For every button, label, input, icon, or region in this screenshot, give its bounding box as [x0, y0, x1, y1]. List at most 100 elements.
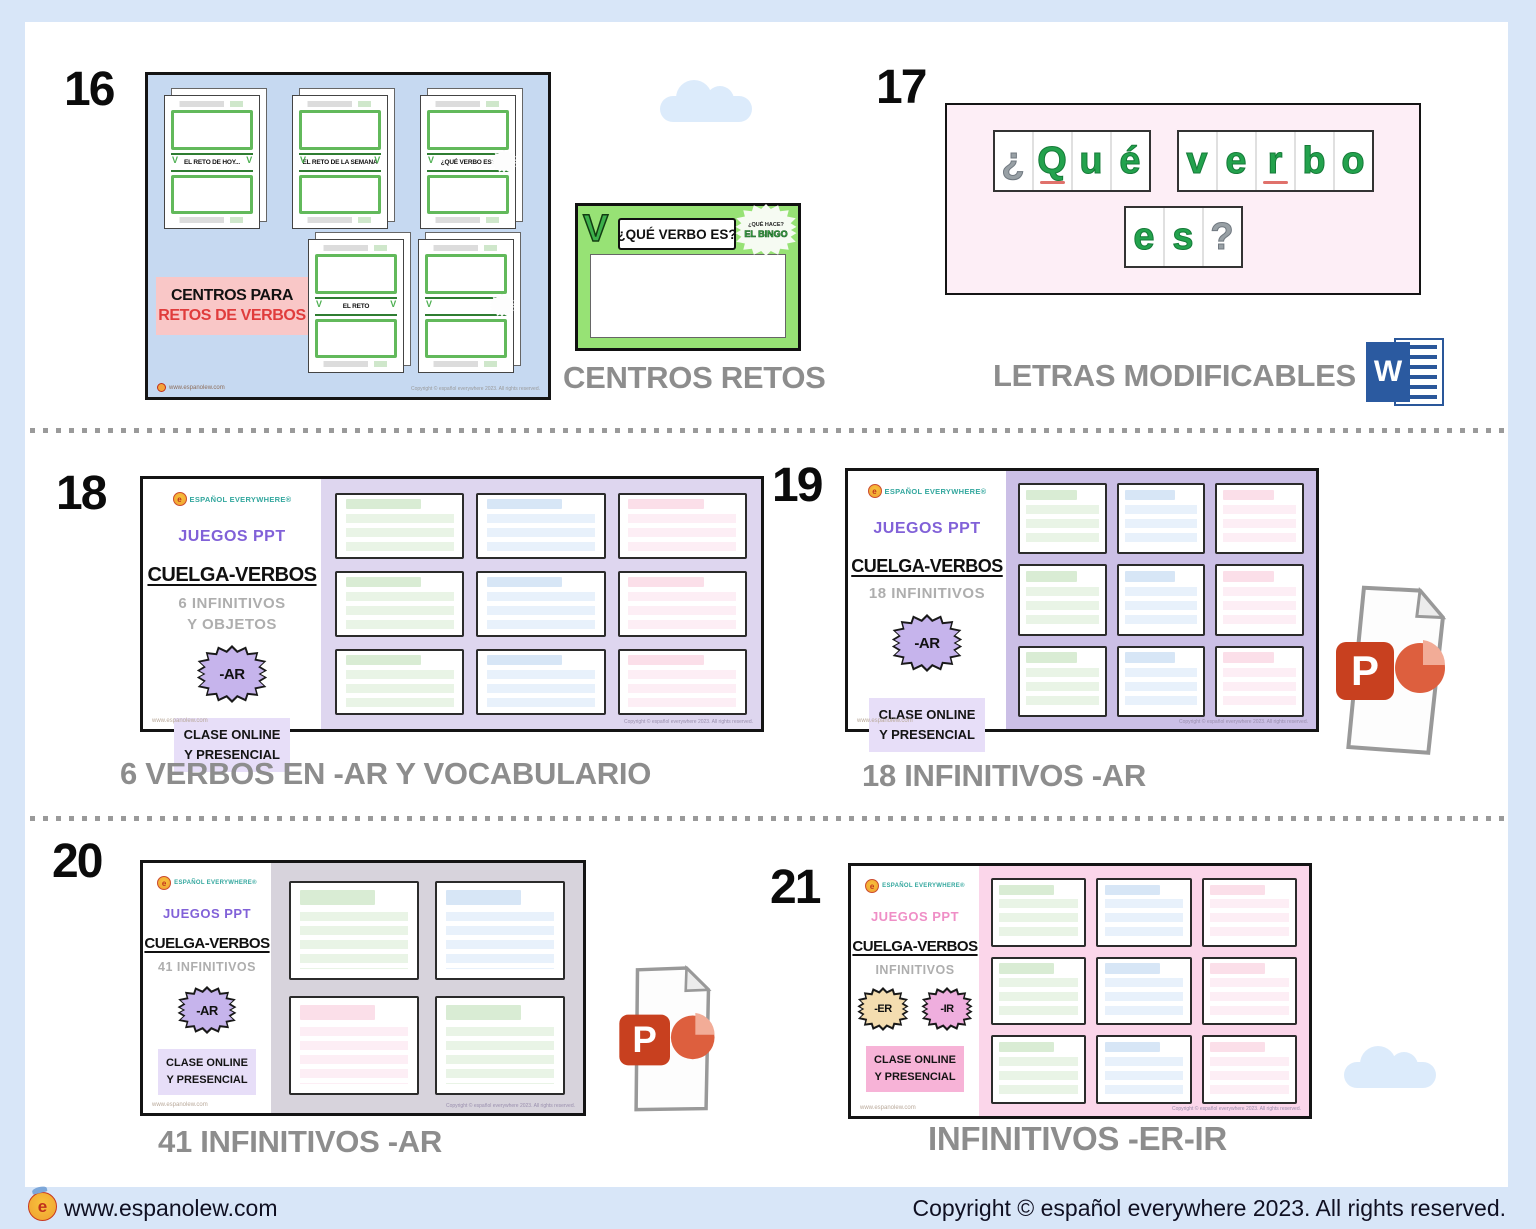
slides-grid	[1006, 471, 1316, 729]
clase-online-line1: CLASE ONLINE	[874, 1054, 956, 1066]
infinitivos-subtitle: 6 INFINITIVOS	[178, 595, 286, 612]
letter-tile: ¿	[994, 132, 1032, 190]
cuelga-verbos-title: CUELGA-VERBOS	[144, 935, 270, 952]
cuelga-verbos-title: CUELGA-VERBOS	[147, 564, 317, 586]
powerpoint-file-icon[interactable]: P	[1334, 584, 1454, 758]
word-letter: W	[1366, 342, 1410, 402]
letter-tile: Q	[1031, 132, 1071, 190]
card-banner: EL RETO DE LA SEMANA	[299, 152, 381, 172]
footer-copyright: Copyright © español everywhere 2023. All…	[912, 1195, 1506, 1221]
footer-site-link[interactable]: www.espanolew.com	[64, 1195, 278, 1221]
slide-thumbnail	[476, 493, 606, 559]
cloud-decoration	[1344, 1046, 1436, 1088]
slide-thumbnail	[1018, 483, 1107, 555]
slide-thumbnail	[1201, 878, 1297, 947]
item-18-number: 18	[56, 467, 107, 520]
reto-card-thumbnail: EL RETO	[308, 239, 404, 373]
infinitivos-subtitle: INFINITIVOS	[875, 963, 955, 977]
board-label-line2: RETOS DE VERBOS	[158, 307, 306, 324]
card-banner-label: EL RETO DE HOY...	[184, 158, 240, 166]
slide-thumbnail	[335, 493, 465, 559]
item-19-number: 19	[772, 459, 823, 512]
thumbnail-site-url: www.espanolew.com	[860, 1105, 916, 1111]
clase-online-line2: Y PRESENCIAL	[166, 1074, 248, 1087]
card-banner	[425, 294, 515, 317]
card-green-frame	[427, 110, 509, 150]
card-footer-bar	[429, 361, 503, 367]
slide-thumbnail	[1215, 645, 1304, 717]
ar-badge-label: -AR	[219, 665, 245, 683]
green-card-title: ¿QUÉ VERBO ES?	[617, 218, 737, 250]
slide-thumbnail	[1116, 483, 1206, 555]
slide-thumbnail	[289, 996, 419, 1095]
card-starburst	[489, 294, 515, 317]
slide-thumbnail	[435, 996, 565, 1095]
slide-thumbnail	[289, 881, 419, 980]
powerpoint-letter: P	[632, 1019, 656, 1060]
ar-badge: -AR	[890, 614, 964, 672]
letter-tile: v	[1178, 132, 1216, 190]
card-green-frame	[427, 174, 509, 214]
card-header-bar	[319, 245, 393, 251]
card-starburst	[491, 150, 517, 173]
brand-logo-text: ESPAÑOL EVERYWHERE®	[884, 486, 987, 496]
burst-fill	[180, 989, 234, 1031]
clase-online-line2: Y PRESENCIAL	[184, 747, 280, 763]
powerpoint-letter: P	[1351, 647, 1379, 694]
item-21-thumbnail[interactable]: e ESPAÑOL EVERYWHERE® JUEGOS PPT CUELGA-…	[848, 863, 1312, 1119]
burst-fill	[894, 617, 960, 669]
cuelga-verbos-title: CUELGA-VERBOS	[852, 938, 978, 955]
slide-thumbnail	[435, 881, 565, 980]
ir-badge: -IR	[920, 987, 974, 1031]
brand-logo-icon: e	[865, 879, 880, 893]
starburst-line1: ¿QUÉ HACE?	[748, 221, 784, 228]
slide-thumbnail	[476, 649, 606, 715]
centros-retos-card[interactable]: V ¿QUÉ VERBO ES? ¿QUÉ HACE? EL BINGO	[575, 203, 801, 351]
slides-grid	[271, 863, 583, 1113]
powerpoint-file-icon[interactable]: P	[616, 964, 724, 1116]
thumbnail-copyright: Copyright © español everywhere 2023. All…	[1178, 719, 1308, 725]
slide-thumbnail	[335, 649, 465, 715]
item-19-thumbnail[interactable]: e ESPAÑOL EVERYWHERE® JUEGOS PPT CUELGA-…	[845, 468, 1319, 753]
clase-online-line1: CLASE ONLINE	[166, 1057, 248, 1069]
burst-fill	[924, 990, 970, 1028]
slide-thumbnail	[1096, 1035, 1192, 1104]
item-21-caption: INFINITIVOS -ER-IR	[928, 1120, 1227, 1157]
brand-logo: e ESPAÑOL EVERYWHERE®	[157, 876, 257, 890]
clase-online-line1: CLASE ONLINE	[878, 707, 976, 722]
cover-panel: e ESPAÑOL EVERYWHERE® JUEGOS PPT CUELGA-…	[143, 479, 321, 773]
item-17-number: 17	[876, 61, 927, 114]
card-footer-bar	[175, 217, 249, 223]
cloud-decoration	[660, 80, 752, 122]
card-header-bar	[175, 101, 249, 107]
reto-cards-layout: EL RETO DE HOY... EL RETO DE LA SEMANA ¿QU…	[148, 75, 548, 397]
slide-thumbnail	[617, 493, 747, 559]
er-badge-label: -ER	[874, 1003, 892, 1015]
clase-online-box: CLASE ONLINE Y PRESENCIAL	[866, 1046, 964, 1093]
item-20-thumbnail[interactable]: e ESPAÑOL EVERYWHERE® JUEGOS PPT CUELGA-…	[140, 860, 586, 1116]
letter-tile: r	[1254, 132, 1294, 190]
letter-tile: b	[1293, 132, 1333, 190]
cover-panel: e ESPAÑOL EVERYWHERE® JUEGOS PPT CUELGA-…	[851, 866, 979, 1116]
word-file-icon[interactable]: W	[1366, 336, 1448, 410]
item-18-thumbnail[interactable]: e ESPAÑOL EVERYWHERE® JUEGOS PPT CUELGA-…	[140, 476, 764, 773]
clase-online-line2: Y PRESENCIAL	[879, 727, 975, 743]
item-16-thumbnail[interactable]: EL RETO DE HOY... EL RETO DE LA SEMANA ¿QU…	[145, 72, 551, 400]
brand-logo: e ESPAÑOL EVERYWHERE®	[865, 879, 965, 893]
brand-logo: e ESPAÑOL EVERYWHERE®	[867, 484, 987, 498]
slide-thumbnail	[1116, 564, 1206, 636]
thumbnail-copyright: Copyright © español everywhere 2023. All…	[445, 1103, 575, 1109]
reto-card-thumbnail: ¿QUÉ VERBO ES?	[420, 95, 517, 229]
slide-thumbnail	[1096, 956, 1192, 1026]
dotted-separator	[30, 428, 1506, 433]
verb-v-letter: V	[582, 207, 609, 251]
slide-thumbnail	[476, 571, 606, 637]
thumbnail-site-url: www.espanolew.com	[157, 383, 225, 392]
slide-thumbnail	[991, 878, 1087, 947]
